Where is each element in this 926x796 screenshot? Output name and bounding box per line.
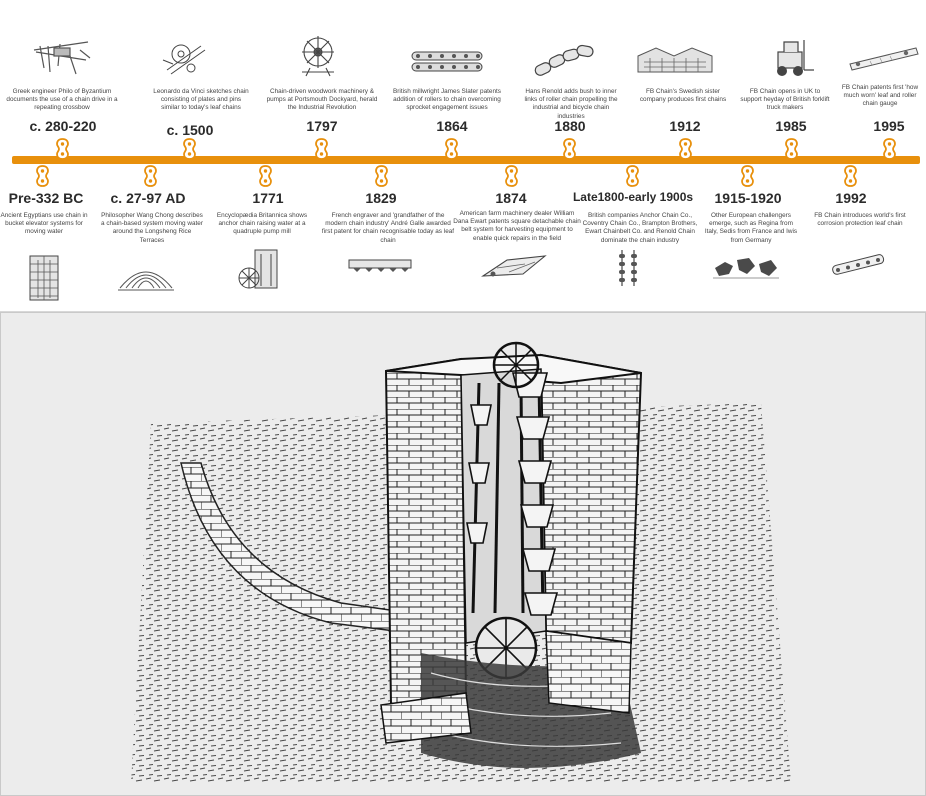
timeline-bottom-year-5: 1874: [495, 190, 527, 206]
timeline-top-year-2: c. 1500: [166, 122, 214, 138]
chain-link-icon: [844, 165, 857, 187]
timeline-bottom-year-1: Pre-332 BC: [8, 190, 84, 206]
chain-link-icon: [883, 138, 896, 160]
timeline-top-text-5: Hans Renold adds bush to inner links of …: [524, 88, 618, 120]
factory-icon: [636, 42, 716, 74]
timeline-bottom-year-2: c. 27-97 AD: [110, 190, 186, 206]
egyptian-bucket-elevator-illustration: [0, 312, 926, 796]
timeline-top-year-7: 1985: [775, 118, 807, 134]
timeline-top-year-3: 1797: [306, 118, 338, 134]
timeline-bottom-year-3: 1771: [252, 190, 284, 206]
chain-link-icon: [315, 138, 328, 160]
chain-gauge-icon: [846, 42, 922, 74]
timeline-top-year-8: 1995: [873, 118, 905, 134]
timeline-bar: [12, 156, 920, 164]
chain-link-icon: [505, 165, 518, 187]
timeline-top-text-8: FB Chain patents first 'how much worn' l…: [841, 84, 919, 108]
timeline-bottom-year-7: 1915-1920: [714, 190, 782, 206]
chain-link-icon: [679, 138, 692, 160]
timeline-panel: Greek engineer Philo of Byzantium docume…: [0, 0, 926, 312]
timeline-bottom-text-4: French engraver and 'grandfather of the …: [321, 212, 455, 244]
timeline-top-text-1: Greek engineer Philo of Byzantium docume…: [6, 88, 118, 112]
bucket-elevator-icon: [22, 252, 66, 304]
leaf-chain-icon: [347, 256, 413, 274]
hanging-chains-icon: [614, 248, 642, 288]
chain-link-icon: [36, 165, 49, 187]
roller-chain-icon: [410, 48, 486, 74]
timeline-top-year-5: 1880: [554, 118, 586, 134]
timeline-top-text-3: Chain-driven woodwork machinery & pumps …: [266, 88, 378, 112]
crossbow-icon: [30, 38, 94, 78]
chain-link-icon: [56, 138, 69, 160]
chain-link-icon: [259, 165, 272, 187]
bush-chain-icon: [531, 40, 601, 80]
chain-link-icon: [375, 165, 388, 187]
detachable-chain-icon: [479, 250, 549, 284]
chain-link-icon: [626, 165, 639, 187]
timeline-bottom-text-1: Ancient Egyptians use chain in bucket el…: [0, 212, 88, 236]
timeline-top-year-4: 1864: [436, 118, 468, 134]
timeline-top-year-1: c. 280-220: [29, 118, 97, 134]
chain-link-icon: [183, 138, 196, 160]
timeline-top-text-4: British millwright James Slater patents …: [393, 88, 501, 112]
chain-link-icon: [741, 165, 754, 187]
rice-terraces-icon: [116, 258, 176, 292]
timeline-top-year-6: 1912: [669, 118, 701, 134]
forklift-icon: [764, 38, 816, 78]
timeline-bottom-text-6: British companies Anchor Chain Co., Cove…: [582, 212, 698, 244]
dockyard-machinery-icon: [292, 32, 344, 78]
timeline-bottom-text-3: Encyclopædia Britannica shows anchor cha…: [216, 212, 308, 236]
timeline-bottom-year-6: Late1800-early 1900s: [572, 190, 694, 204]
timeline-bottom-text-2: Philosopher Wang Chong describes a chain…: [101, 212, 203, 244]
timeline-top-text-6: FB Chain's Swedish sister company produc…: [639, 88, 727, 104]
leaf-chain-sketch-icon: [161, 40, 211, 80]
timeline-top-text-2: Leonardo da Vinci sketches chain consist…: [153, 88, 249, 112]
timeline-bottom-text-7: Other European challengers emerge, such …: [704, 212, 798, 244]
chain-link-icon: [563, 138, 576, 160]
chain-link-icon: [445, 138, 458, 160]
timeline-bottom-year-4: 1829: [365, 190, 397, 206]
europe-map-icon: [711, 254, 781, 282]
pump-mill-icon: [237, 246, 287, 292]
chain-link-icon: [785, 138, 798, 160]
chain-link-icon: [144, 165, 157, 187]
timeline-bottom-year-8: 1992: [835, 190, 867, 206]
timeline-bottom-text-8: FB Chain introduces world's first corros…: [814, 212, 906, 228]
corrosion-leaf-chain-icon: [830, 252, 886, 278]
timeline-bottom-text-5: American farm machinery dealer William D…: [453, 210, 581, 242]
timeline-top-text-7: FB Chain opens in UK to support heyday o…: [740, 88, 830, 112]
